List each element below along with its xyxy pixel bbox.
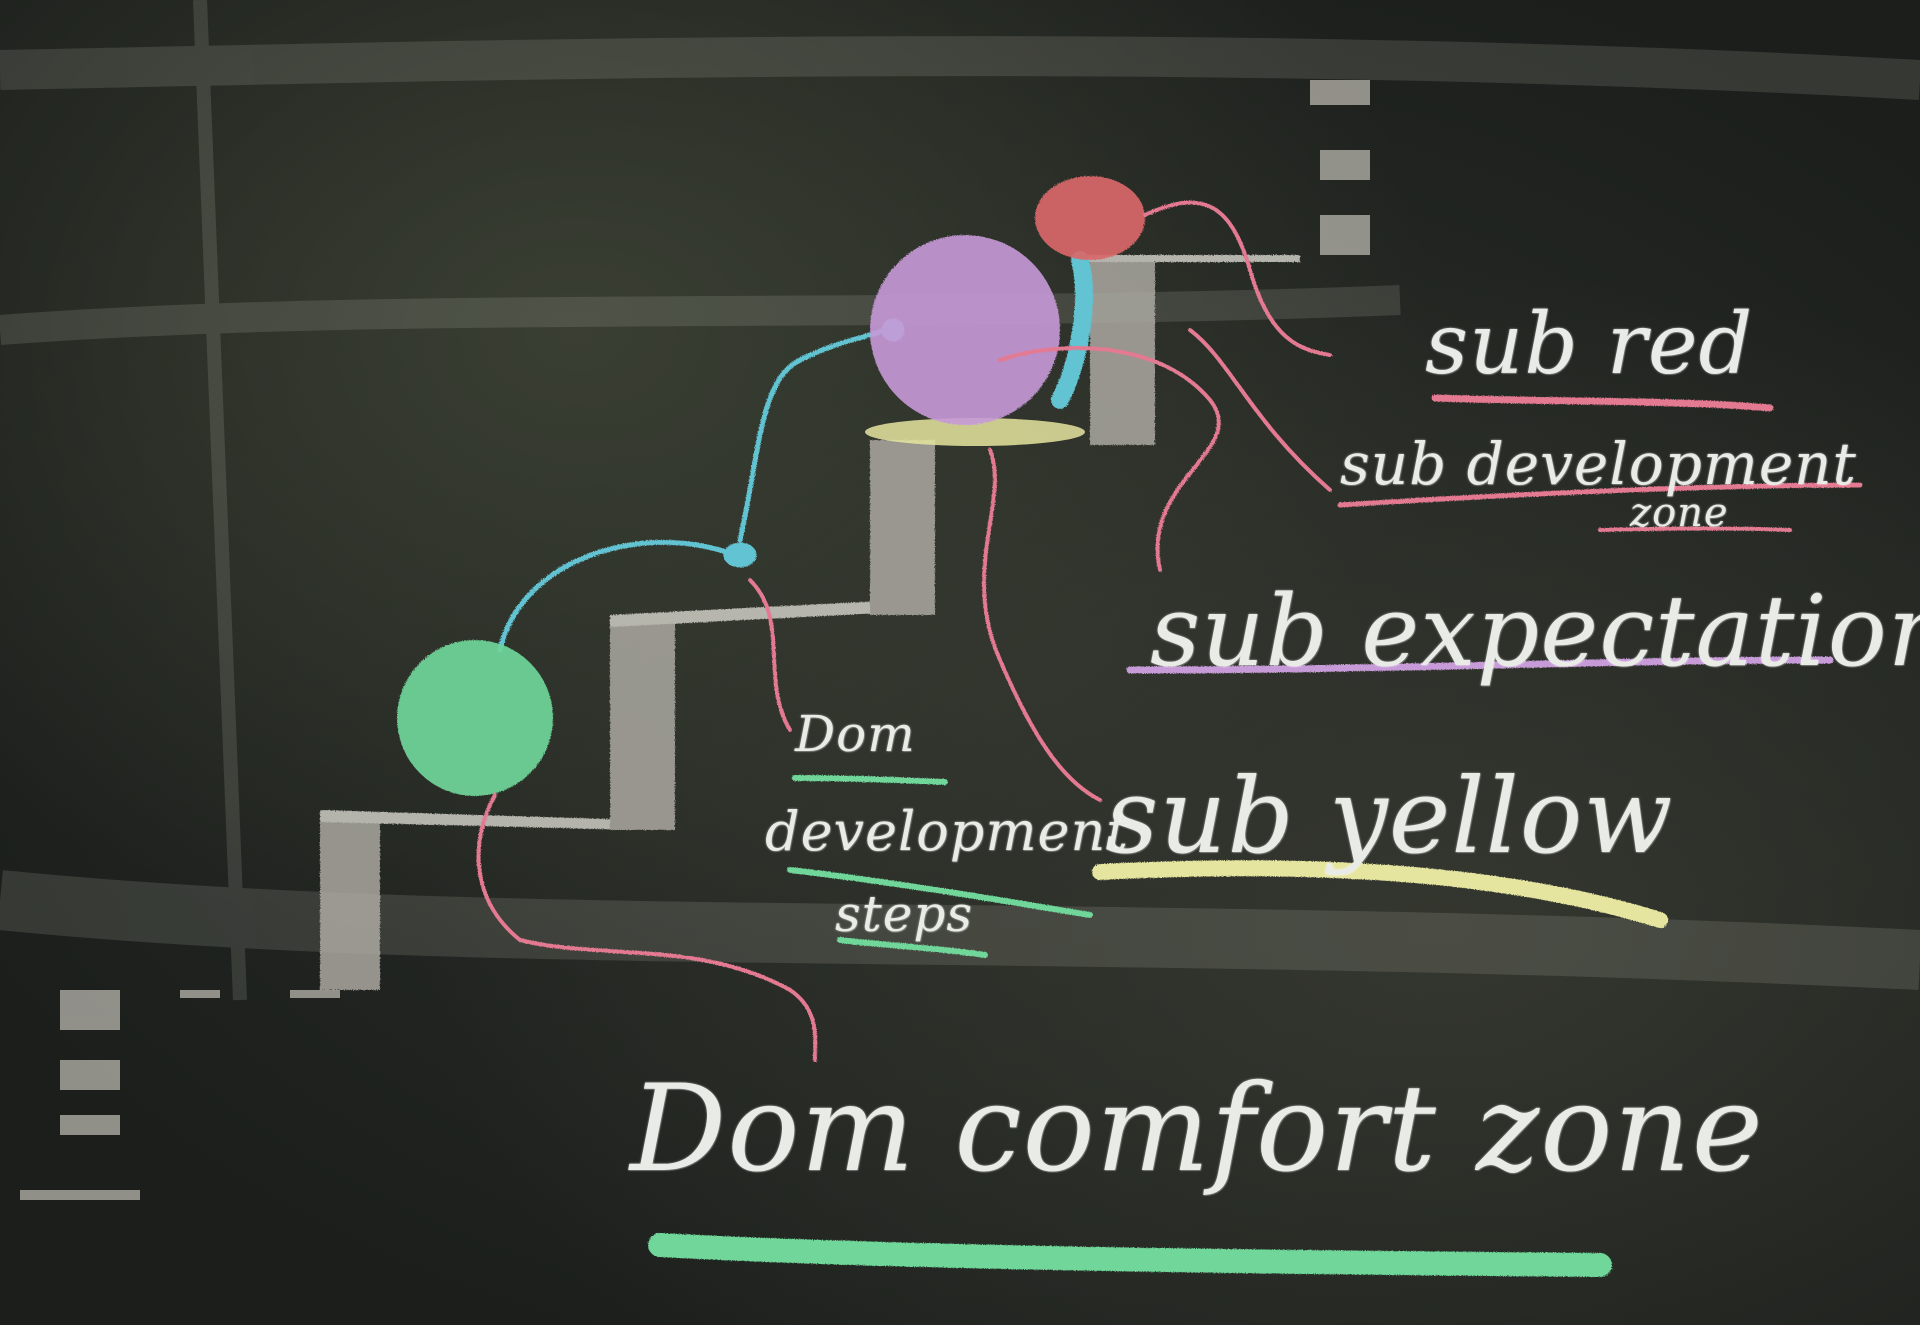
label-sub-development-zone-line1: sub development	[1340, 430, 1857, 498]
label-sub-expectation: sub expectation	[1150, 575, 1920, 689]
label-dom-comfort-zone: Dom comfort zone	[630, 1060, 1764, 1199]
dashed-edge-marks	[20, 80, 1370, 1200]
background-smudges	[0, 0, 1920, 1001]
pink-connectors	[476, 200, 1332, 1062]
label-sub-development-zone-line2: zone	[1630, 490, 1729, 536]
step-riser-1	[320, 815, 380, 990]
underlines	[648, 394, 1863, 1277]
red-ball	[1035, 176, 1145, 260]
step-riser-2	[610, 620, 675, 830]
label-dom-development-steps-line3: steps	[835, 885, 974, 943]
label-dom-development-steps-line1: Dom	[795, 705, 916, 763]
step-riser-3	[870, 440, 935, 615]
green-ball	[397, 640, 553, 796]
purple-ball	[870, 235, 1060, 425]
label-sub-yellow: sub yellow	[1105, 755, 1674, 877]
label-dom-development-steps-line2: development	[765, 800, 1129, 863]
yellow-step-top	[865, 418, 1085, 446]
label-sub-red: sub red	[1425, 295, 1754, 393]
staircase	[320, 255, 1300, 990]
